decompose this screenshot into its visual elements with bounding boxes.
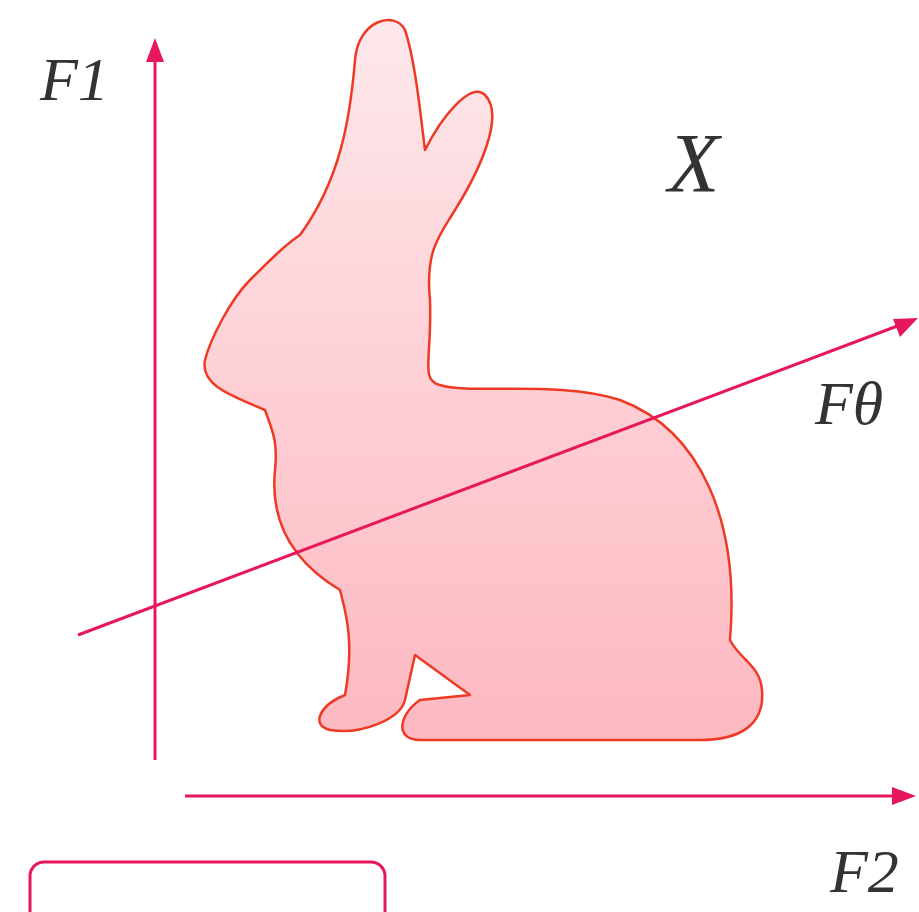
- axis-arrowhead: [146, 38, 164, 62]
- axis-label: Fθ: [815, 372, 883, 434]
- axis-arrowhead: [892, 787, 916, 805]
- axis-label: F2: [830, 840, 899, 902]
- vertical-axis: [154, 58, 157, 760]
- set-label: X: [668, 122, 719, 206]
- horizontal-axis: [185, 795, 895, 798]
- bunny-shape: [204, 20, 762, 740]
- axis-arrowhead: [893, 318, 918, 337]
- axis-label: F1: [40, 48, 109, 110]
- partial-box: [30, 862, 385, 912]
- projection-axis: [78, 325, 900, 635]
